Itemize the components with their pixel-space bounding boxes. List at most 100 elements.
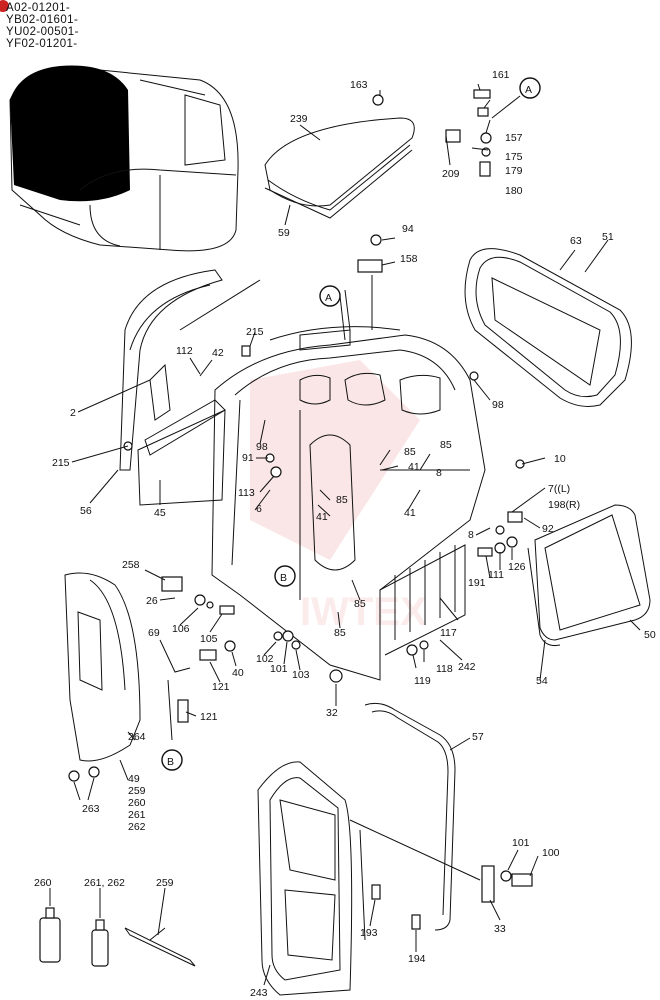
side-trim-panel xyxy=(64,572,141,762)
label-194: 194 xyxy=(408,953,426,965)
label-91: 91 xyxy=(242,452,254,464)
label-112: 112 xyxy=(176,345,193,357)
roof-window-assembly xyxy=(264,117,415,219)
label-121a: 121 xyxy=(212,681,230,693)
label-121b: 121 xyxy=(200,711,218,723)
label-261-262: 261, 262 xyxy=(84,877,125,889)
label-106: 106 xyxy=(172,623,190,635)
label-56: 56 xyxy=(80,505,92,517)
label-260: 260 xyxy=(34,877,52,889)
label-215b: 215 xyxy=(52,457,70,469)
label-198R: 198(R) xyxy=(548,499,580,511)
label-6: 6 xyxy=(256,503,262,515)
ref-a-top-label: A xyxy=(525,84,532,96)
label-261b: 261 xyxy=(128,809,146,821)
label-40: 40 xyxy=(232,667,244,679)
label-98b: 98 xyxy=(256,441,268,453)
serial-line-1: A02-01201- xyxy=(6,2,71,14)
excavator-cab-thumbnail xyxy=(9,65,239,252)
label-179: 179 xyxy=(505,165,523,177)
label-209: 209 xyxy=(442,168,460,180)
label-175: 175 xyxy=(505,151,523,163)
label-259: 259 xyxy=(156,877,174,889)
door-assembly xyxy=(257,702,456,996)
label-101a: 101 xyxy=(270,663,288,675)
label-7L: 7((L) xyxy=(548,483,570,495)
serial-line-3: YU02-00501- xyxy=(6,26,79,38)
label-54: 54 xyxy=(536,675,548,687)
label-63: 63 xyxy=(570,235,582,247)
serial-line-4: YF02-01201- xyxy=(6,38,78,50)
label-85d: 85 xyxy=(354,598,366,610)
label-262b: 262 xyxy=(128,821,146,833)
label-193: 193 xyxy=(360,927,378,939)
label-8b: 8 xyxy=(468,529,474,541)
label-258: 258 xyxy=(122,559,140,571)
ref-a-top xyxy=(519,77,541,99)
label-92: 92 xyxy=(542,523,554,535)
part-labels: 163 161 157 175 179 180 209 239 59 94 15… xyxy=(34,69,656,999)
label-264: 264 xyxy=(128,731,146,743)
reference-markers: A A B B xyxy=(161,77,541,771)
label-26: 26 xyxy=(146,595,158,607)
hardware-parts xyxy=(68,89,533,930)
label-41a: 41 xyxy=(408,461,420,473)
service-items xyxy=(39,907,196,967)
label-163: 163 xyxy=(350,79,368,91)
label-94: 94 xyxy=(402,223,414,235)
label-57: 57 xyxy=(472,731,484,743)
label-180: 180 xyxy=(505,185,523,197)
label-59: 59 xyxy=(278,227,290,239)
leader-lines xyxy=(49,83,641,986)
label-113: 113 xyxy=(238,487,255,499)
label-33: 33 xyxy=(494,923,506,935)
label-263: 263 xyxy=(82,803,100,815)
watermark: IWTEX xyxy=(250,360,427,634)
side-window-frame xyxy=(464,248,632,407)
label-158: 158 xyxy=(400,253,418,265)
label-118: 118 xyxy=(436,663,453,675)
label-111: 111 xyxy=(488,569,504,581)
label-103: 103 xyxy=(292,669,310,681)
label-85a: 85 xyxy=(404,446,416,458)
label-100: 100 xyxy=(542,847,560,859)
label-243: 243 xyxy=(250,987,268,999)
label-98a: 98 xyxy=(492,399,504,411)
label-8a: 8 xyxy=(436,467,442,479)
label-85e: 85 xyxy=(334,627,346,639)
label-10: 10 xyxy=(554,453,566,465)
label-117: 117 xyxy=(440,627,457,639)
ref-a-cab xyxy=(319,285,341,307)
svg-text:IWTEX: IWTEX xyxy=(300,590,427,634)
serial-line-2: YB02-01601- xyxy=(6,14,79,26)
label-239: 239 xyxy=(290,113,308,125)
ref-b-cab-label: B xyxy=(280,572,287,584)
label-51: 51 xyxy=(602,231,614,243)
label-102: 102 xyxy=(256,653,274,665)
label-191: 191 xyxy=(468,577,486,589)
label-157: 157 xyxy=(505,132,523,144)
label-42: 42 xyxy=(212,347,224,359)
label-260b: 260 xyxy=(128,797,146,809)
label-41b: 41 xyxy=(316,511,328,523)
ref-b-rod-label: B xyxy=(167,756,174,768)
label-85b: 85 xyxy=(440,439,452,451)
label-215a: 215 xyxy=(246,326,264,338)
label-50: 50 xyxy=(644,629,656,641)
corner-marker xyxy=(0,0,9,12)
label-119: 119 xyxy=(414,675,431,687)
label-85c: 85 xyxy=(336,494,348,506)
label-32: 32 xyxy=(326,707,338,719)
label-101b: 101 xyxy=(512,837,530,849)
label-69: 69 xyxy=(148,627,160,639)
ref-b-cab xyxy=(274,565,296,587)
label-49: 49 xyxy=(128,773,140,785)
cab-body xyxy=(211,326,486,681)
front-window-frame xyxy=(119,269,261,506)
label-242: 242 xyxy=(458,661,476,673)
rear-window xyxy=(527,504,651,646)
label-259b: 259 xyxy=(128,785,146,797)
ref-b-rod xyxy=(161,749,183,771)
label-105: 105 xyxy=(200,633,218,645)
